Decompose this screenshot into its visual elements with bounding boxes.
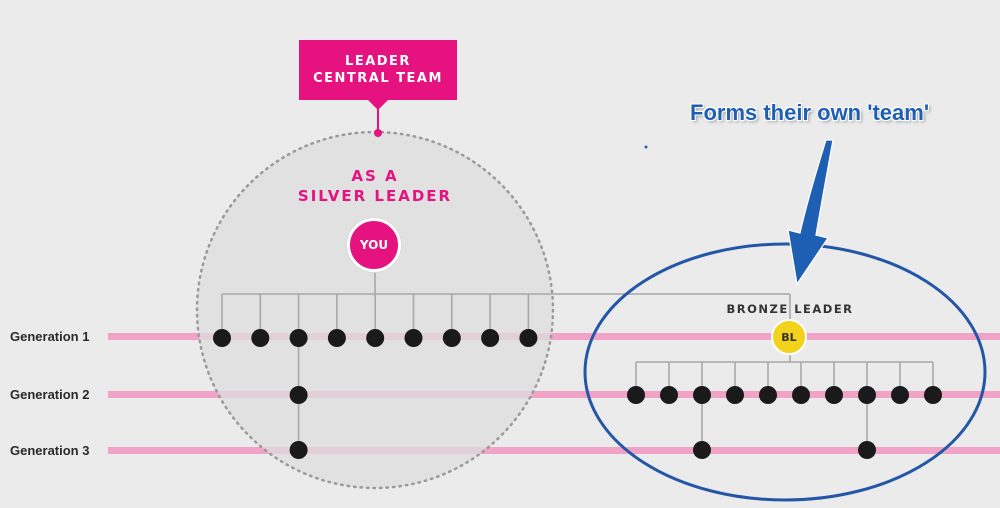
bronze-team-ellipse [583,242,987,502]
gen1-node [251,329,270,347]
callout-anchor-dot [374,129,382,137]
bronze-gen2-node [792,386,810,404]
bronze-gen3-node [693,441,711,459]
generation-3-label: Generation 3 [10,443,90,458]
bronze-gen2-node [825,386,843,404]
silver-title-line-1: AS A [351,167,399,185]
callout-line-2: CENTRAL TEAM [313,71,443,86]
gen1-node [366,329,385,347]
gen1-node [327,329,346,347]
gen1-node [289,329,308,347]
bronze-gen2-node [726,386,744,404]
gen1-node [213,329,231,347]
bronze-gen2-node [660,386,678,404]
callout-line-1: LEADER [345,54,411,69]
annotation-arrow [787,139,834,286]
stray-dot [644,145,648,149]
gen1-node [519,329,538,347]
bronze-gen2-node [627,386,645,404]
you-badge: YOU [347,218,401,272]
gen1-node [404,329,423,347]
leader-central-team-callout: LEADER CENTRAL TEAM [299,40,457,100]
bronze-leader-badge: BL [771,319,807,355]
generation-2-label: Generation 2 [10,387,90,402]
gen1-node [481,329,500,347]
tree-nodes [213,329,942,459]
gen1-node [442,329,461,347]
generation-2-row-line [108,391,1000,398]
generation-1-label: Generation 1 [10,329,90,344]
bronze-gen2-node [924,386,942,404]
bronze-leader-title: BRONZE LEADER [726,302,854,316]
bronze-gen2-node [891,386,909,404]
bronze-gen2-node [858,386,876,404]
forms-own-team-annotation: Forms their own 'team' [690,100,930,125]
silver-title-line-2: SILVER LEADER [297,187,453,205]
bronze-gen2-node [759,386,777,404]
generation-1-row-line [108,333,1000,340]
bronze-gen3-node [858,441,876,459]
callout-pointer [368,100,388,110]
bronze-gen2-node [693,386,711,404]
silver-leader-title: AS A SILVER LEADER [275,166,475,206]
gen2-node [289,386,308,404]
gen3-node [289,441,308,459]
generation-3-row-line [108,447,1000,454]
